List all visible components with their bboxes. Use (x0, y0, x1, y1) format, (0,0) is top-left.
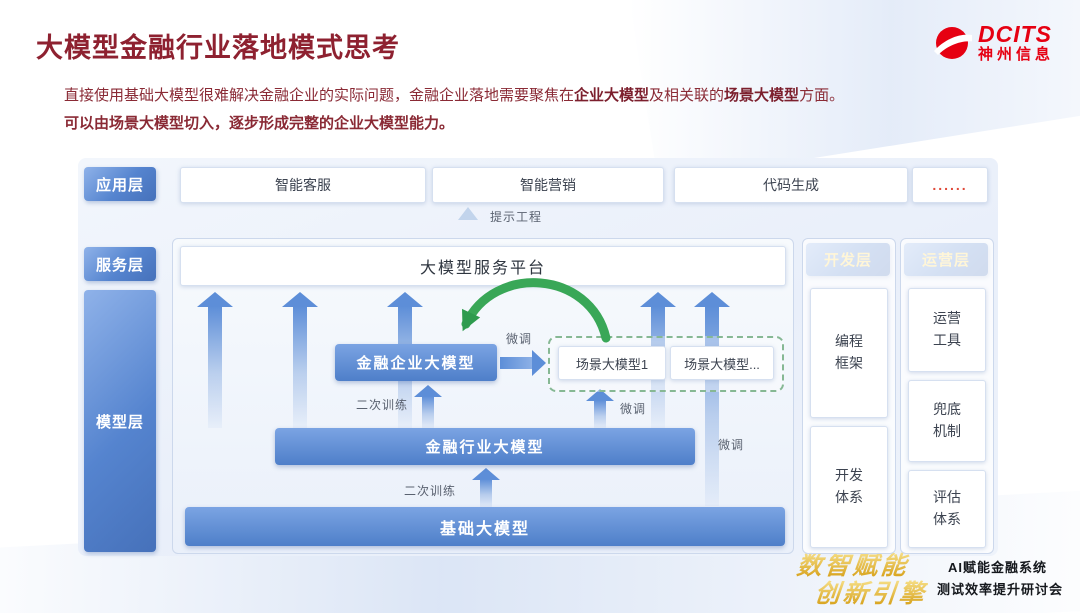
ops-item-evaluation-system: 评估体系 (908, 470, 986, 548)
app-layer-label: 应用层 (84, 167, 156, 201)
up-arrow-retrain (472, 468, 500, 508)
prompt-engineering-up-arrow-icon (458, 207, 478, 220)
finetune-label-2: 微调 (620, 402, 647, 416)
page-title: 大模型金融行业落地模式思考 (36, 33, 400, 63)
up-arrow (197, 292, 233, 428)
app-item-customer-service: 智能客服 (180, 167, 426, 203)
up-arrow (282, 292, 318, 428)
footer-event-line2: 测试效率提升研讨会 (937, 582, 1064, 597)
enterprise-model-box: 金融企业大模型 (335, 344, 497, 381)
ops-item-operation-tools: 运营工具 (908, 288, 986, 372)
dev-item-label: 开发体系 (835, 467, 863, 505)
logo-company: 神州信息 (977, 46, 1054, 64)
app-item-code-generation: 代码生成 (674, 167, 908, 203)
intro-line1-part1: 直接使用基础大模型很难解决金融企业的实际问题，金融企业落地需要聚焦在 (64, 87, 575, 104)
industry-model-box: 金融行业大模型 (275, 428, 695, 465)
intro-text: 直接使用基础大模型很难解决金融企业的实际问题，金融企业落地需要聚焦在企业大模型及… (64, 82, 1016, 138)
model-service-platform-box: 大模型服务平台 (180, 246, 786, 286)
dcits-logo-icon (933, 26, 972, 59)
scene-model-2-box: 场景大模型... (670, 346, 774, 380)
prompt-engineering-label: 提示工程 (490, 210, 543, 224)
finetune-label-3: 微调 (718, 438, 745, 452)
intro-line1-bold2: 场景大模型 (724, 87, 800, 104)
intro-line1-part2: 及相关联的 (649, 87, 725, 104)
intro-line1-bold1: 企业大模型 (574, 87, 650, 104)
up-arrow (694, 292, 730, 506)
intro-line-2: 可以由场景大模型切入，逐步形成完整的企业大模型能力。 (64, 115, 455, 132)
up-arrow-retrain (414, 385, 442, 429)
base-model-box: 基础大模型 (185, 507, 785, 546)
model-layer-label: 模型层 (84, 290, 156, 552)
footer-event-line1: AI赋能金融系统 (948, 560, 1048, 575)
ops-item-label: 评估体系 (933, 489, 961, 527)
finetune-label-green: 微调 (506, 332, 533, 346)
footer-slogan-line2: 创新引擎 (813, 574, 929, 610)
up-arrow-finetune (586, 389, 614, 429)
logo-brand: DCITS (977, 21, 1052, 47)
app-item-more: ...... (912, 167, 988, 203)
logo: DCITS 神州信息 (932, 21, 1054, 64)
ops-item-fallback-mechanism: 兜底机制 (908, 380, 986, 462)
scene-model-1-box: 场景大模型1 (558, 346, 666, 380)
retrain-label-1: 二次训练 (356, 398, 409, 412)
green-finetune-feedback-arrow (461, 278, 611, 343)
dev-item-dev-system: 开发体系 (810, 426, 888, 548)
intro-line1-part3: 方面。 (799, 87, 845, 104)
service-layer-label: 服务层 (84, 247, 156, 281)
retrain-label-2: 二次训练 (404, 484, 457, 498)
ops-item-label: 兜底机制 (933, 401, 961, 439)
intro-line-1: 直接使用基础大模型很难解决金融企业的实际问题，金融企业落地需要聚焦在企业大模型及… (64, 82, 1016, 110)
dev-item-programming-framework: 编程框架 (810, 288, 888, 418)
dev-item-label: 编程框架 (835, 333, 863, 371)
app-item-marketing: 智能营销 (432, 167, 664, 203)
right-arrow (500, 350, 546, 376)
ops-item-label: 运营工具 (933, 310, 961, 348)
